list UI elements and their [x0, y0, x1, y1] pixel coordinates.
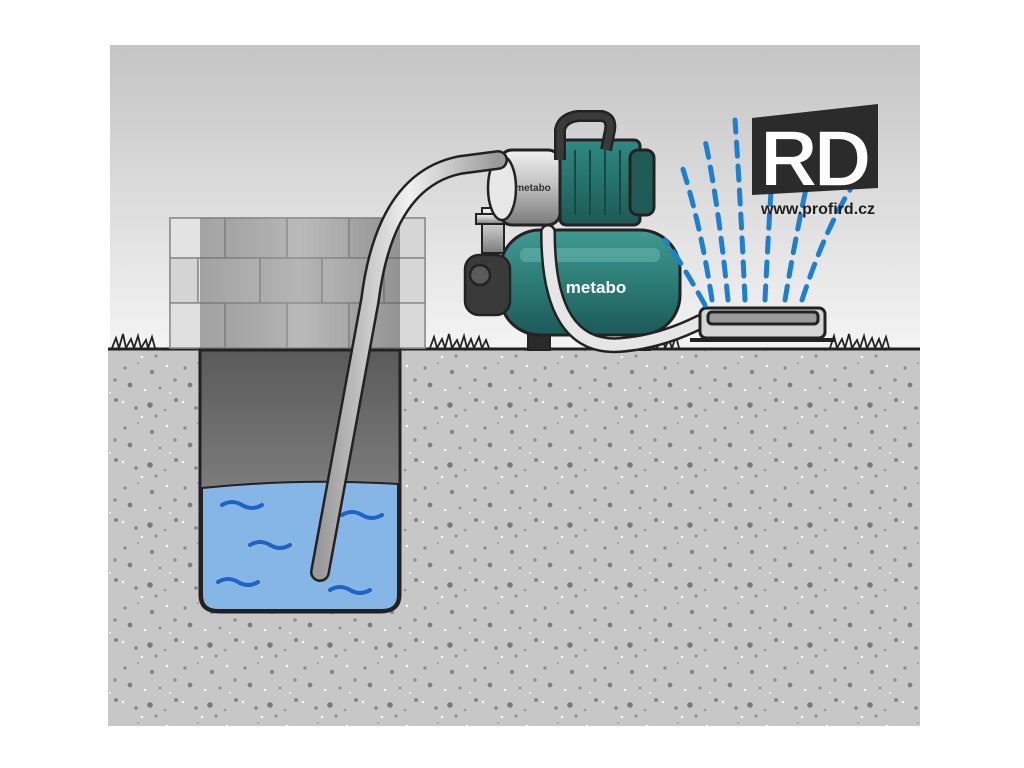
- pump-motor: [558, 138, 656, 227]
- watermark-url: www.profird.cz: [760, 201, 875, 218]
- pump-head-brand-label: metabo: [515, 183, 551, 194]
- tank-brand-label: metabo: [566, 278, 626, 297]
- water-waves: [216, 500, 384, 595]
- rd-watermark-logo: RD: [752, 104, 878, 204]
- pressure-switch: [463, 253, 512, 317]
- rd-logo-letters: RD: [760, 114, 869, 203]
- pump-head: [486, 148, 562, 227]
- sprinkler: [690, 306, 835, 342]
